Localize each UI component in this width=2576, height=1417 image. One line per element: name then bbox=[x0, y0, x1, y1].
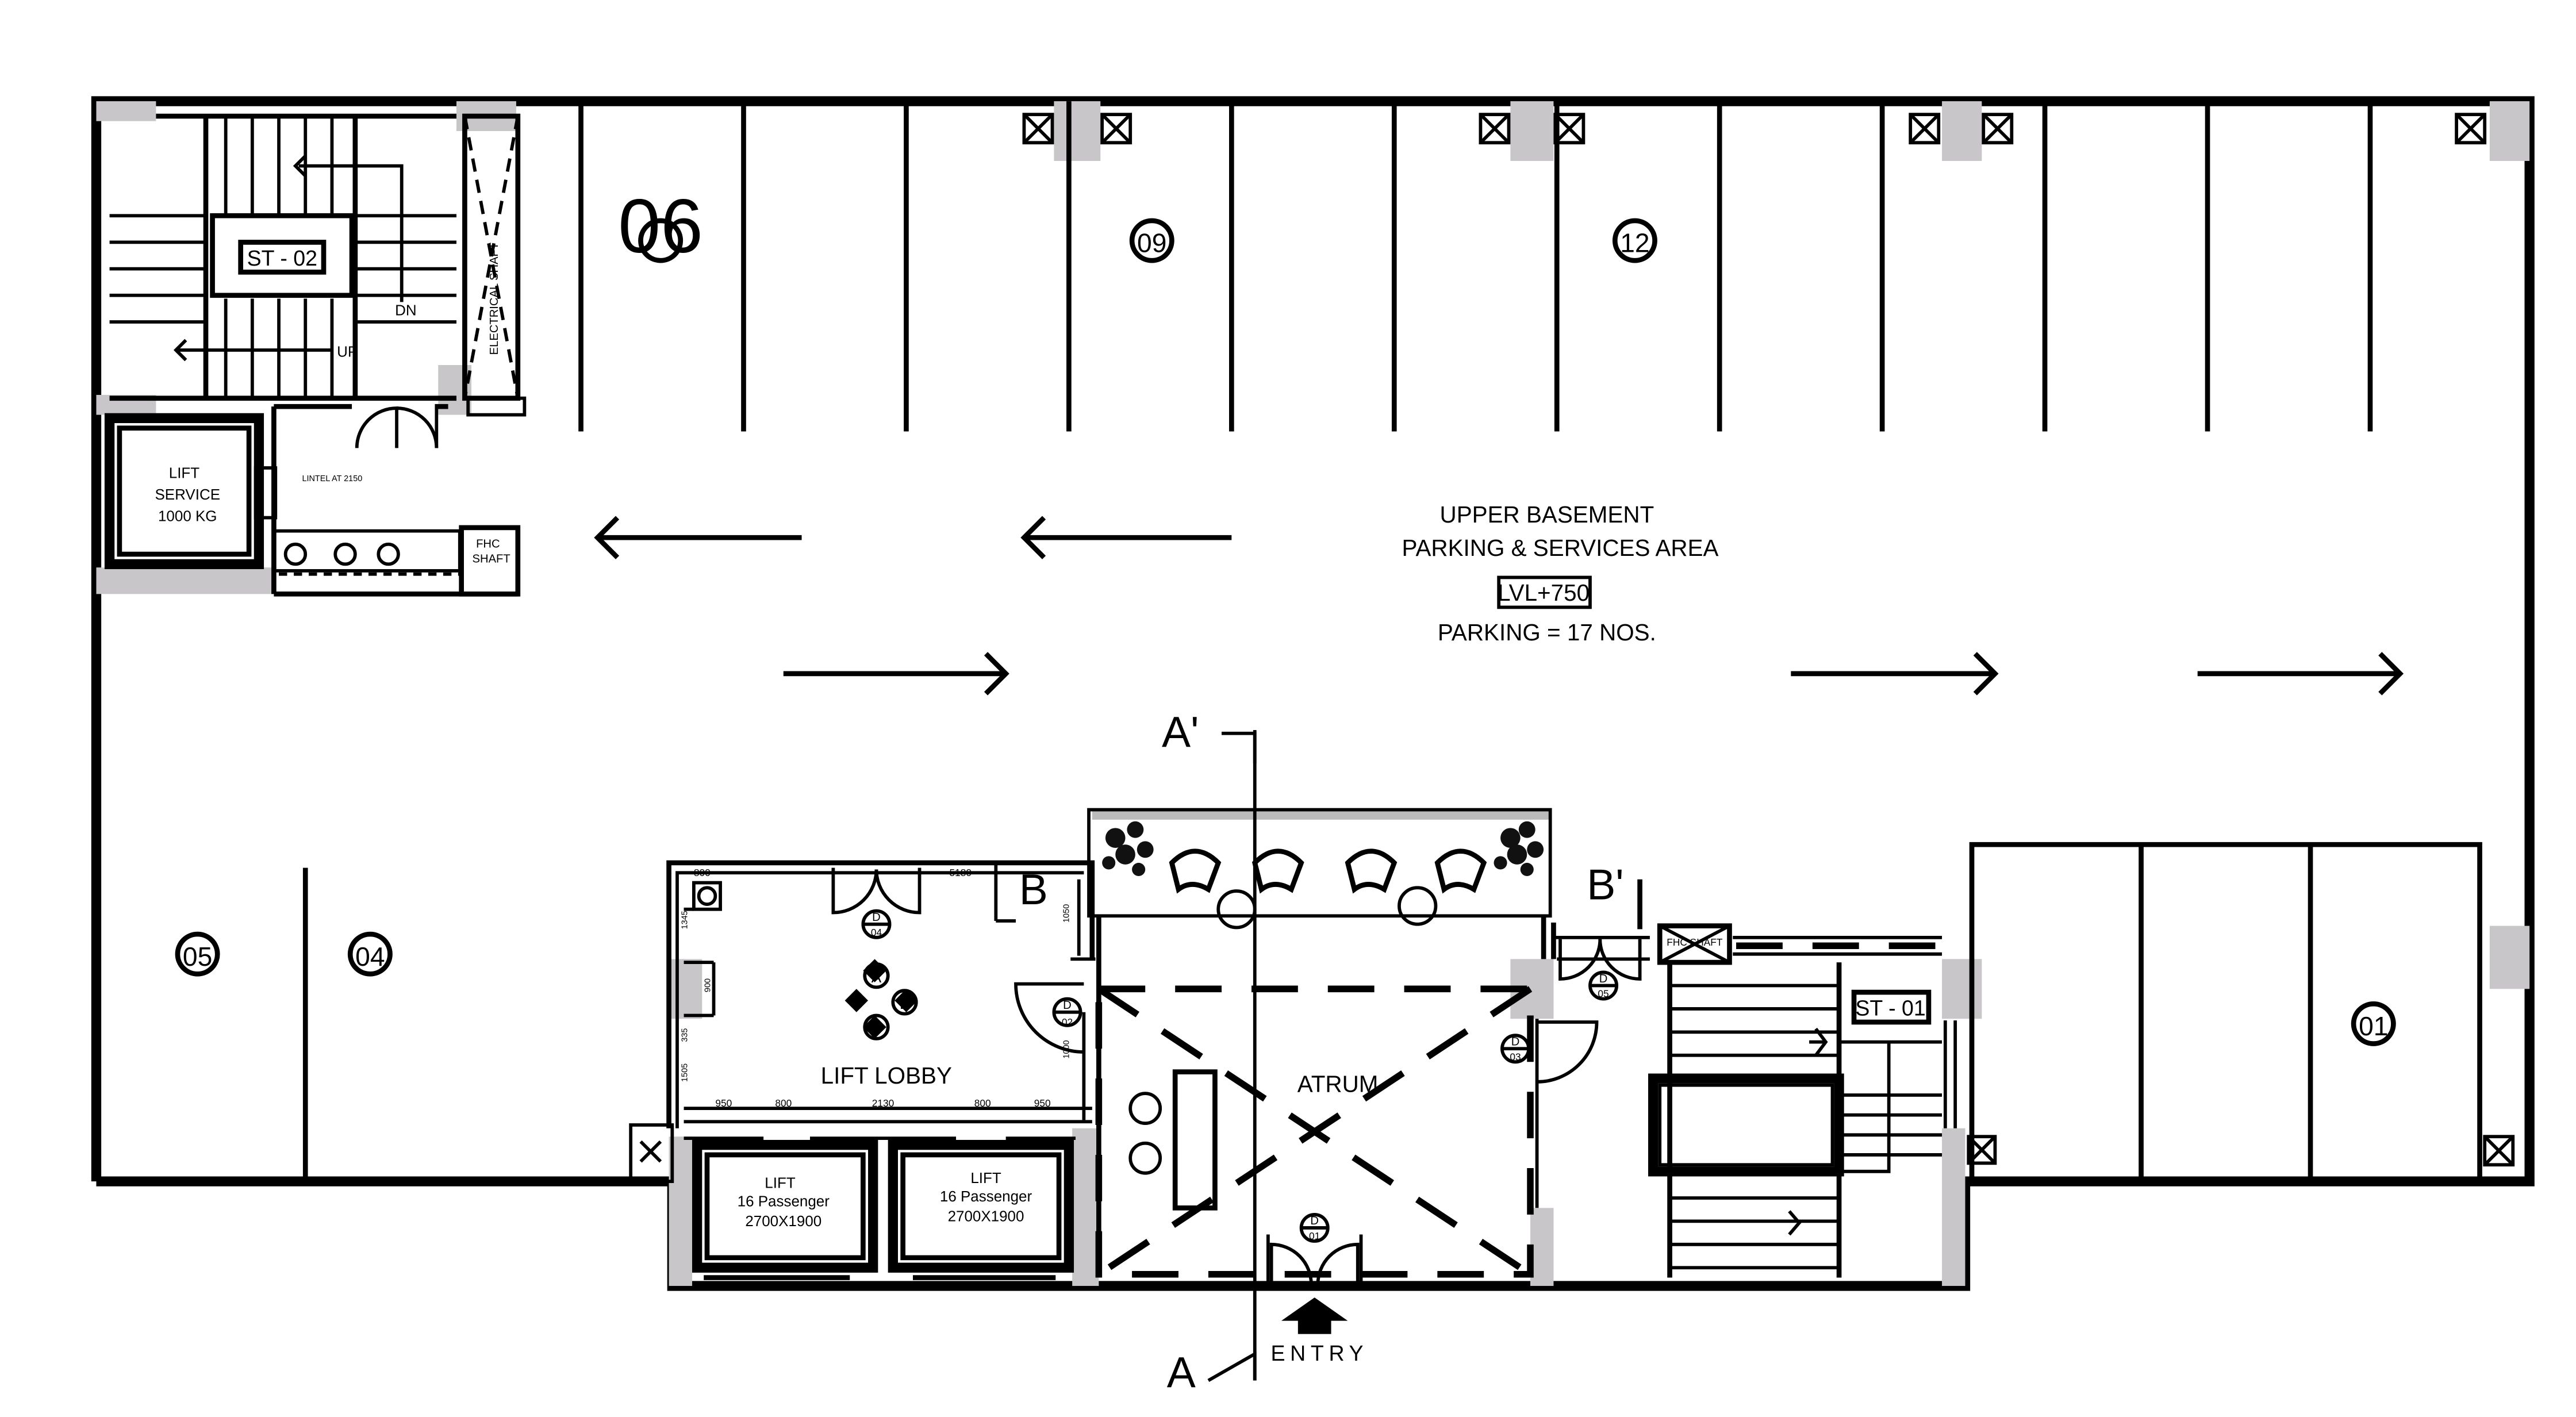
dimension: 2130 bbox=[872, 1097, 895, 1109]
lift-a-label: LIFT bbox=[765, 1174, 796, 1192]
dimension: 5180 bbox=[950, 867, 972, 878]
dimension: 1050 bbox=[1062, 904, 1071, 923]
electrical-shaft-label: ELECTRICAL SHAFT bbox=[488, 243, 501, 355]
plant-icon bbox=[1494, 821, 1544, 877]
lift-id-b: B bbox=[900, 995, 909, 1012]
dimension: 800 bbox=[694, 867, 711, 878]
fhc-shaft-label: FHC bbox=[476, 538, 500, 551]
lift-lobby-label: LIFT LOBBY bbox=[821, 1062, 952, 1089]
stair-st02-label: ST - 02 bbox=[247, 246, 317, 270]
lift-id-c: C bbox=[871, 1020, 882, 1037]
dimension: 1505 bbox=[680, 1063, 689, 1082]
structural-columns bbox=[96, 101, 2530, 1286]
dimension: 800 bbox=[974, 1097, 991, 1109]
section-label: A bbox=[1167, 1348, 1196, 1396]
stair-st01-label: ST - 01 bbox=[1855, 996, 1925, 1020]
lift-a-label: 2700X1900 bbox=[745, 1212, 821, 1230]
dimension: 1345 bbox=[680, 911, 689, 929]
lift-a-label: 16 Passenger bbox=[738, 1192, 830, 1209]
service-lift-label: SERVICE bbox=[155, 486, 220, 503]
section-line-a: A' A ENTRY bbox=[1162, 708, 1368, 1396]
bay-number: 06 bbox=[618, 184, 703, 269]
area-title-line2: PARKING & SERVICES AREA bbox=[1402, 535, 1719, 561]
outer-wall bbox=[91, 96, 2535, 1291]
lift-lobby: D 04 B D 02 A B C LIFT LOBBY 800 5180 bbox=[666, 860, 1096, 1140]
door-tag: 04 bbox=[871, 927, 882, 938]
door-tag: D bbox=[1511, 1035, 1520, 1048]
vent-boxes bbox=[629, 113, 2515, 1184]
door-tag: 05 bbox=[1598, 988, 1608, 1000]
bay-number: 12 bbox=[1620, 228, 1649, 258]
lift-b-label: 2700X1900 bbox=[948, 1207, 1024, 1224]
bay-number: 04 bbox=[355, 942, 385, 971]
stair-dn-label: DN bbox=[395, 301, 417, 318]
section-label: B' bbox=[1587, 860, 1623, 908]
door-tag: D bbox=[1310, 1215, 1319, 1227]
section-label: A' bbox=[1162, 708, 1199, 756]
passenger-lifts: LIFT 16 Passenger 2700X1900 LIFT 16 Pass… bbox=[692, 1139, 1074, 1280]
section-label: B bbox=[1019, 865, 1048, 913]
traffic-arrows bbox=[594, 516, 2404, 696]
door-tag: 03 bbox=[1510, 1051, 1521, 1062]
dimension: 1000 bbox=[1062, 1040, 1071, 1058]
parking-bay-lines bbox=[302, 101, 2482, 1182]
door-tag: D bbox=[1599, 973, 1608, 985]
stair-up-label: UP bbox=[337, 343, 358, 360]
parking-count: PARKING = 17 NOS. bbox=[1438, 619, 1656, 646]
dimension: 800 bbox=[775, 1097, 792, 1109]
lounge-chair bbox=[1169, 848, 1487, 894]
bay-number: 09 bbox=[1137, 228, 1166, 258]
fhc-shaft-small-label: FHC SHAFT bbox=[1667, 936, 1723, 948]
plant-icon bbox=[1102, 821, 1154, 877]
lintel-label: LINTEL AT 2150 bbox=[302, 474, 362, 483]
door-tag: 01 bbox=[1309, 1230, 1320, 1242]
door-tag: D bbox=[872, 911, 881, 924]
atrium-label: ATRUM bbox=[1297, 1070, 1379, 1097]
bay-number: 01 bbox=[2359, 1011, 2388, 1041]
dimension: 950 bbox=[715, 1097, 732, 1109]
electrical-shaft: ELECTRICAL SHAFT bbox=[462, 113, 527, 417]
area-labels: UPPER BASEMENT PARKING & SERVICES AREA L… bbox=[1402, 501, 1719, 646]
dimension: 335 bbox=[680, 1028, 689, 1042]
lift-b-label: 16 Passenger bbox=[940, 1188, 1032, 1205]
door-tag: 02 bbox=[1062, 1016, 1073, 1028]
entry-label: ENTRY bbox=[1270, 1341, 1368, 1365]
service-lift-label: 1000 KG bbox=[158, 507, 217, 524]
fhc-shaft-label: SHAFT bbox=[473, 552, 510, 565]
dimension: 950 bbox=[1034, 1097, 1051, 1109]
service-lift: LIFT SERVICE 1000 KG LINTEL AT 2150 FHC … bbox=[104, 404, 521, 597]
lift-b-label: LIFT bbox=[970, 1169, 1001, 1186]
lift-id-a: A bbox=[872, 969, 882, 986]
stair-st02: ST - 02 DN UP bbox=[109, 113, 456, 401]
service-lift-label: LIFT bbox=[169, 464, 200, 481]
level-label: LVL+750 bbox=[1498, 579, 1590, 606]
atrium: ATRUM D 01 D 03 bbox=[1087, 808, 1599, 1286]
stair-st01: B' D 05 FHC SHAFT bbox=[1551, 860, 1957, 1278]
bay-number: 05 bbox=[183, 942, 212, 971]
door-tag: D bbox=[1063, 999, 1072, 1012]
bay-numbers: 06 09 12 05 04 01 bbox=[175, 184, 2396, 1046]
area-title-line1: UPPER BASEMENT bbox=[1440, 501, 1654, 528]
dimension: 900 bbox=[704, 978, 713, 992]
